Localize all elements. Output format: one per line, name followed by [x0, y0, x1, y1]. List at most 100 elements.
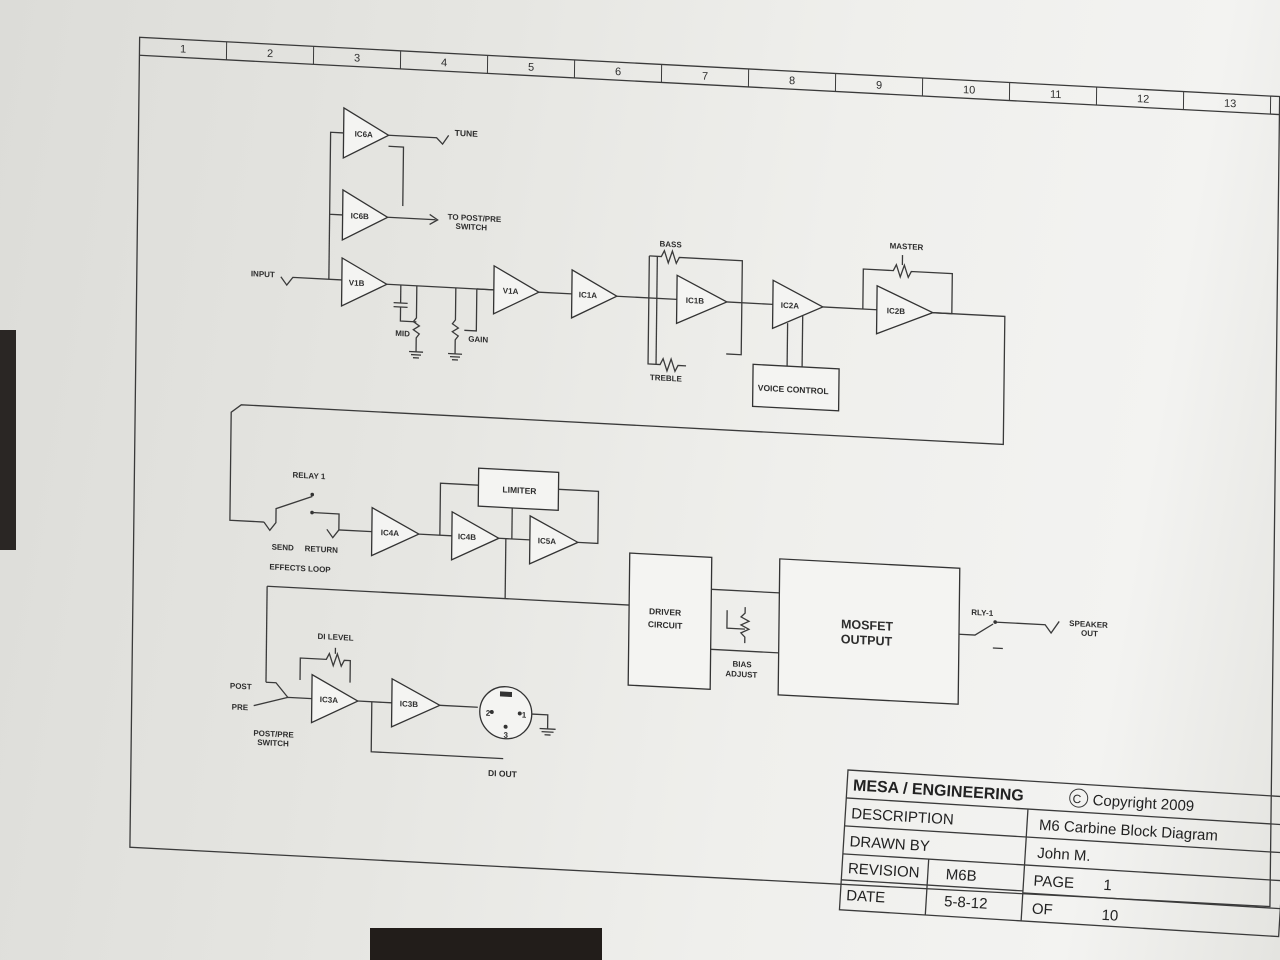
grid-number: 4 [441, 57, 447, 69]
limiter-label: LIMITER [502, 484, 536, 496]
switch-label: SWITCH [257, 738, 289, 749]
date-value: 5-8-12 [944, 893, 988, 913]
v1a-amplifier [492, 264, 541, 315]
pre-label: PRE [232, 702, 249, 712]
grid-number: 10 [963, 84, 975, 97]
ic1a-label: IC1A [579, 290, 598, 300]
xlr-pin-3: 3 [503, 731, 508, 740]
ic3a-label: IC3A [320, 695, 339, 705]
grid-number: 8 [789, 75, 795, 87]
ic2b-label: IC2B [887, 306, 906, 316]
copyright-icon: C [1072, 792, 1082, 807]
relay-1-label: RELAY 1 [292, 471, 326, 482]
preamp-section: IC6A TUNE IC6B TO POST/PRE SWITCH INPUT … [229, 106, 1006, 523]
di-level-label: DI LEVEL [318, 632, 354, 643]
ic6b-amplifier [341, 188, 389, 242]
voice-control-block [751, 363, 840, 412]
ic1b-amplifier [675, 274, 729, 325]
mosfet-label: MOSFET [841, 617, 894, 634]
relay-1-switch-icon [263, 495, 313, 532]
adjust-label: ADJUST [725, 669, 757, 680]
v1b-amplifier [340, 256, 389, 307]
bias-pot-icon [739, 607, 751, 644]
xlr-pin-2: 2 [486, 709, 491, 718]
company-name: MESA / ENGINEERING [853, 777, 1025, 804]
driver-circuit-block [627, 552, 713, 691]
bass-label: BASS [659, 239, 682, 249]
ic3a-amplifier [310, 673, 360, 724]
treble-label: TREBLE [650, 373, 683, 384]
page-label: PAGE [1033, 873, 1075, 892]
rly-1-label: RLY-1 [971, 608, 994, 618]
return-label: RETURN [305, 544, 339, 555]
grid-number: 13 [1224, 98, 1236, 111]
page-value: 1 [1103, 877, 1112, 894]
ic3b-amplifier [390, 677, 442, 728]
copyright-text: Copyright 2009 [1092, 792, 1195, 815]
ic5a-amplifier [528, 514, 580, 565]
ic5a-label: IC5A [538, 536, 557, 546]
output-label: OUTPUT [841, 632, 893, 649]
grid-number: 6 [615, 66, 621, 78]
ic1a-amplifier [570, 268, 619, 319]
date-label: DATE [846, 887, 886, 906]
mid-pot-icon [412, 285, 421, 352]
speaker-out-label: OUT [1081, 629, 1098, 639]
di-out-section: DI LEVEL POST PRE POST/PRE SWITCH IC3A I… [230, 586, 556, 779]
title-block: MESA / ENGINEERING C Copyright 2009 DESC… [838, 769, 1280, 938]
mid-label: MID [395, 329, 410, 339]
gain-label: GAIN [468, 335, 488, 345]
input-jack-icon [280, 276, 342, 287]
grid-number: 5 [528, 61, 534, 73]
limiter-block [477, 467, 560, 512]
ic6b-label: IC6B [351, 211, 370, 221]
circuit-label: CIRCUIT [648, 619, 683, 631]
to-post-pre-label-2: SWITCH [456, 222, 488, 233]
grid-number: 2 [267, 48, 273, 60]
description-value: M6 Carbine Block Diagram [1038, 817, 1218, 845]
ic6a-label: IC6A [355, 130, 374, 140]
ic2a-amplifier [771, 279, 825, 330]
grid-number: 1 [180, 43, 186, 55]
grid-number: 12 [1137, 93, 1149, 106]
post-pre-switch-icon [265, 681, 289, 698]
bass-pot-icon [649, 248, 743, 356]
rly-1-switch-icon [958, 623, 994, 636]
post-pre-label: POST/PRE [253, 729, 294, 740]
voice-control-label: VOICE CONTROL [758, 383, 829, 397]
gain-pot-icon [451, 287, 460, 354]
mosfet-output-block [777, 558, 961, 705]
of-value: 10 [1101, 907, 1119, 925]
master-pot-icon [862, 263, 953, 315]
grid-number: 3 [354, 52, 360, 64]
ic2a-label: IC2A [781, 301, 800, 311]
drawn-by-value: John M. [1037, 845, 1091, 865]
di-level-pot-icon [299, 651, 351, 683]
post-label: POST [230, 681, 252, 691]
v1b-label: V1B [349, 278, 365, 288]
bias-label: BIAS [732, 659, 752, 669]
ic4a-label: IC4A [381, 528, 400, 538]
driver-label: DRIVER [649, 606, 681, 618]
send-label: SEND [272, 542, 295, 552]
description-label: DESCRIPTION [851, 805, 954, 828]
tune-label: TUNE [455, 128, 479, 139]
speaker-label: SPEAKER [1069, 619, 1108, 630]
xlr-pin-1: 1 [522, 711, 527, 720]
drawn-by-label: DRAWN BY [849, 833, 930, 855]
ic4b-amplifier [450, 510, 501, 561]
v1a-label: V1A [503, 286, 519, 296]
background-poster-edge [0, 330, 16, 550]
grid-number: 11 [1050, 89, 1062, 102]
background-book-edge [370, 928, 602, 960]
effects-loop-label: EFFECTS LOOP [269, 562, 331, 574]
ic2b-amplifier [875, 284, 935, 335]
grid-number: 7 [702, 71, 708, 83]
drawing-border: 1234567891011121314 [129, 36, 1280, 908]
grid-number: 9 [876, 80, 882, 92]
to-post-pre-label-1: TO POST/PRE [448, 212, 502, 224]
effects-loop-section: RELAY 1 SEND RETURN EFFECTS LOOP IC4A LI… [263, 467, 630, 606]
